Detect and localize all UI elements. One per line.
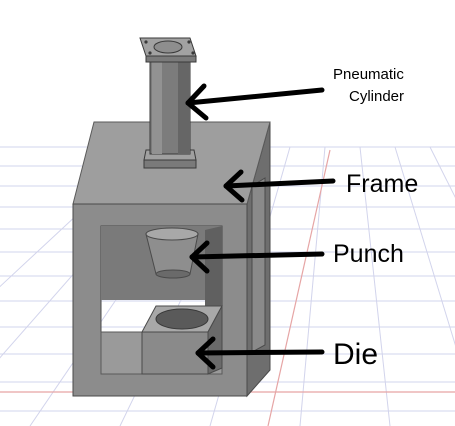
die-label: Die <box>333 338 379 371</box>
left-arrow-icon <box>195 336 325 370</box>
grid-accent-line <box>267 149 331 426</box>
cylinder-label-line1: Pneumatic <box>333 66 404 83</box>
punch-part <box>145 227 199 279</box>
left-arrow-icon <box>189 240 325 274</box>
cylinder-label-line2: Cylinder <box>349 88 405 105</box>
left-arrow-icon <box>185 83 325 121</box>
punch-label: Punch <box>333 240 404 268</box>
pneumatic-cylinder <box>139 37 197 169</box>
frame-label: Frame <box>346 170 419 198</box>
left-arrow-icon <box>223 169 336 203</box>
